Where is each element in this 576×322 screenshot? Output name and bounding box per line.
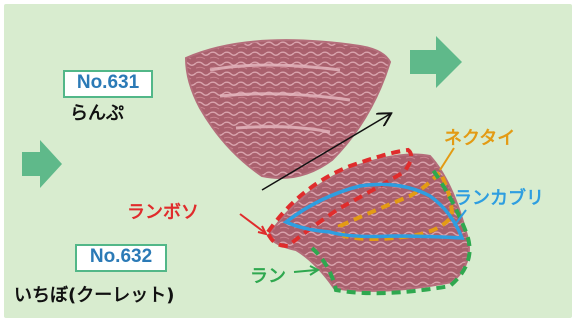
part-label-necktie: ネクタイ xyxy=(444,124,515,150)
right-arrow-icon xyxy=(410,36,462,88)
part-label-ranbosou: ランボソ xyxy=(127,198,199,224)
necktie-pointer xyxy=(440,148,454,170)
part-label-rankabri: ランカブリ xyxy=(454,184,544,210)
part-label-ran: ラン xyxy=(250,262,286,288)
product-name-rump: らんぷ xyxy=(70,99,124,125)
product-number-632: No.632 xyxy=(75,244,167,272)
product-name-ichibo: いちぼ(クーレット) xyxy=(14,281,174,307)
product-number-631: No.631 xyxy=(63,70,153,98)
rump-meat-image xyxy=(186,40,390,178)
right-arrow-icon xyxy=(22,140,62,188)
ran-pointer xyxy=(294,270,316,272)
ranbosou-pointer xyxy=(240,214,264,232)
